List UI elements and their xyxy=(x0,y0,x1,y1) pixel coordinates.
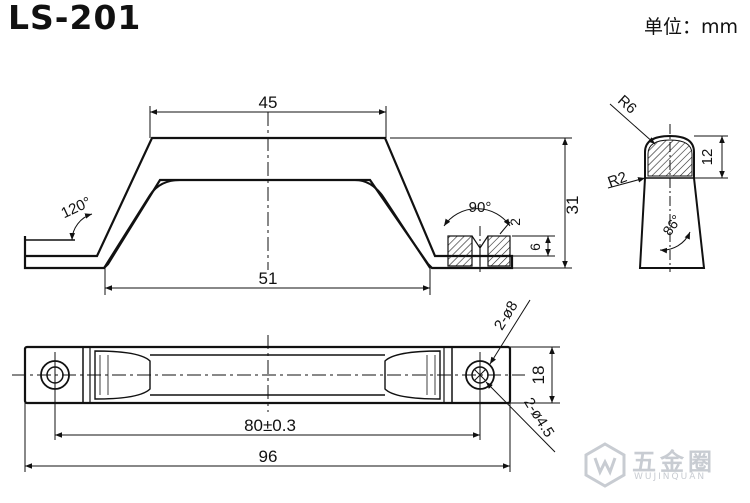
right-grip-taper xyxy=(384,350,441,400)
dim-counterbore: 2-ø8 xyxy=(491,298,522,333)
r6-leader xyxy=(609,103,656,145)
top-view xyxy=(12,299,560,472)
watermark-emblem-icon xyxy=(584,442,626,488)
dim-counterbore-depth: 2 xyxy=(507,218,523,226)
unit-label: 单位：mm xyxy=(643,16,738,38)
dim-width: 18 xyxy=(529,366,548,385)
watermark-logo: 五金圈 WUJINQUAN xyxy=(582,438,742,494)
r2-leader xyxy=(607,177,646,189)
section-view xyxy=(607,103,728,272)
watermark-sub: WUJINQUAN xyxy=(634,472,707,482)
dim-top-width: 45 xyxy=(259,93,278,112)
dim-height: 31 xyxy=(563,196,582,215)
dim-top-radius: R6 xyxy=(614,92,640,117)
dim-overall-length: 96 xyxy=(259,447,278,466)
counterbore-hatch-right xyxy=(487,235,511,267)
dim-bottom-width: 51 xyxy=(259,269,278,288)
dim-hole-spacing: 80±0.3 xyxy=(244,416,296,435)
section-profile xyxy=(638,134,706,269)
angle-90-arc xyxy=(443,208,511,227)
dim-taper-angle: 86° xyxy=(659,212,684,239)
counterbore-leader xyxy=(489,299,531,365)
angle-86-arc xyxy=(659,231,691,254)
dim-right-angle: 90° xyxy=(469,199,492,216)
section-hatch xyxy=(647,139,693,177)
part-number-title: LS-201 xyxy=(8,0,142,37)
dim-edge-radius: R2 xyxy=(606,169,630,192)
dim-section-height: 12 xyxy=(699,149,716,166)
dim-foot-thickness: 6 xyxy=(527,243,543,251)
hole-leader xyxy=(485,381,556,453)
dim-left-angle: 120° xyxy=(58,194,93,223)
angle-120-arc xyxy=(69,213,93,241)
counterbore-hatch-left xyxy=(447,235,473,267)
watermark-brand: 五金圈 xyxy=(632,448,716,476)
left-grip-taper xyxy=(94,350,151,400)
front-view xyxy=(23,106,572,295)
